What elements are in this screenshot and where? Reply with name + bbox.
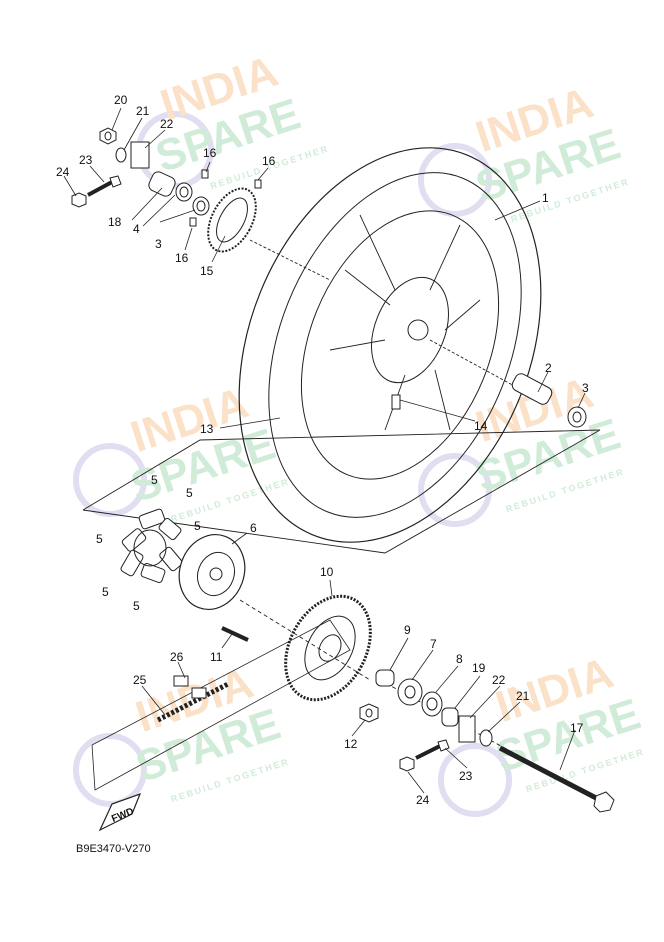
drive-chain <box>156 681 230 723</box>
callout-15: 15 <box>200 264 214 278</box>
sensor-rotor <box>207 187 257 253</box>
watermark-logo-bottom-right: INDIA SPARE REBUILD TOGETHER <box>438 648 646 817</box>
chain-puller-22-right <box>458 715 476 743</box>
nut-20 <box>99 127 117 145</box>
assembly-guide-lines <box>82 239 601 801</box>
callout-17: 17 <box>570 721 584 735</box>
oil-seal-right <box>567 406 587 428</box>
wheel-spokes <box>329 214 481 431</box>
callout-3-right: 3 <box>582 381 589 395</box>
callout-6: 6 <box>250 521 257 535</box>
diagram-code: B9E3470-V270 <box>76 843 151 855</box>
callout-9: 9 <box>404 623 411 637</box>
chain-puller-left <box>130 141 150 169</box>
callout-20: 20 <box>114 93 128 107</box>
callout-5-c: 5 <box>194 519 201 533</box>
wheel-axle <box>498 745 615 813</box>
bolts-16 <box>189 169 262 227</box>
callout-4: 4 <box>133 222 140 236</box>
forward-direction-arrow: FWD <box>98 792 142 832</box>
callout-26: 26 <box>170 650 184 664</box>
stud-bolt <box>221 626 249 642</box>
watermark-group: INDIA SPARE REBUILD TOGETHER INDIA SPARE… <box>73 47 646 817</box>
washer-21-left <box>115 147 127 163</box>
callout-24-left: 24 <box>56 165 70 179</box>
callout-18: 18 <box>108 215 122 229</box>
callout-5-b: 5 <box>186 486 193 500</box>
chain-joint <box>173 675 207 699</box>
collar-9 <box>375 669 395 687</box>
rear-wheel <box>238 147 542 543</box>
callout-21-left: 21 <box>136 104 150 118</box>
nut-24-left <box>71 192 87 208</box>
callout-labels: 1 2 3 3 4 5 5 5 5 5 5 6 7 8 9 10 11 12 1… <box>56 93 589 807</box>
drive-sprocket <box>284 594 372 702</box>
oil-seal-8 <box>421 691 443 717</box>
callout-25: 25 <box>133 673 147 687</box>
callout-3-left: 3 <box>155 237 162 251</box>
bolt-23-right <box>415 739 450 760</box>
watermark-logo-top-right: INDIA SPARE REBUILD TOGETHER <box>418 78 631 224</box>
washer-21-right <box>479 729 493 747</box>
bolt-23-left <box>87 175 122 197</box>
callout-8: 8 <box>456 652 463 666</box>
callout-21-right: 21 <box>516 689 530 703</box>
callout-24-right: 24 <box>416 793 430 807</box>
callout-16-c: 16 <box>175 251 189 265</box>
callout-5-a: 5 <box>151 473 158 487</box>
callout-14: 14 <box>474 419 488 433</box>
callout-16-a: 16 <box>203 146 217 160</box>
callout-16-b: 16 <box>262 154 276 168</box>
callout-22-right: 22 <box>492 673 506 687</box>
sprocket-nut <box>359 703 379 723</box>
callout-7: 7 <box>430 637 437 651</box>
callout-23-left: 23 <box>79 153 93 167</box>
callout-5-d: 5 <box>96 532 103 546</box>
callout-leaders <box>63 107 586 794</box>
callout-5-f: 5 <box>133 599 140 613</box>
nut-24-right <box>399 756 415 772</box>
callout-13: 13 <box>200 422 214 436</box>
tire-valve <box>391 394 401 410</box>
sprocket-hub <box>178 534 246 610</box>
callout-22-left: 22 <box>160 117 174 131</box>
collar-19 <box>441 707 459 727</box>
bearing-left <box>192 196 210 216</box>
clutch-damper-rubbers <box>120 508 183 583</box>
axle-collar <box>511 373 553 405</box>
callout-19: 19 <box>472 661 486 675</box>
callout-10: 10 <box>320 565 334 579</box>
callout-2: 2 <box>545 361 552 375</box>
bearing-7 <box>397 678 423 706</box>
callout-5-e: 5 <box>102 585 109 599</box>
collar-left <box>175 182 193 202</box>
callout-23-right: 23 <box>459 769 473 783</box>
callout-11: 11 <box>210 650 223 664</box>
callout-1: 1 <box>542 191 549 205</box>
callout-12: 12 <box>344 737 358 751</box>
watermark-logo-middle-left: INDIA SPARE REBUILD TOGETHER <box>73 378 291 524</box>
